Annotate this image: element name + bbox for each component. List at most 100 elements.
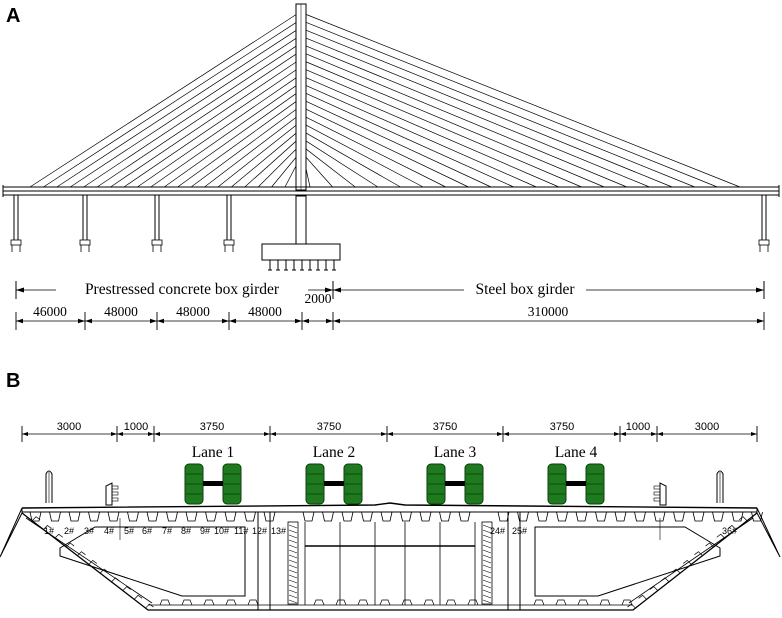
cable-main-19 — [304, 155, 333, 188]
bottom-stiffener-28 — [313, 599, 325, 606]
width-4: 3750 — [317, 421, 341, 433]
cable-back-8 — [123, 68, 298, 188]
bottom-stiffener-11 — [145, 603, 154, 609]
rib-label-10: 10# — [214, 526, 229, 536]
stay-cables — [29, 13, 741, 188]
top-rib-32 — [673, 511, 685, 522]
barrier-left — [105, 482, 119, 506]
bottom-stiffener-4 — [65, 542, 75, 548]
top-rib-5 — [107, 511, 120, 522]
cable-back-19 — [271, 155, 298, 188]
width-6: 3750 — [550, 421, 574, 433]
top-rib-34 — [712, 511, 724, 522]
width-8: 3000 — [695, 421, 719, 433]
top-rib-7 — [146, 511, 159, 522]
panel-label-b: B — [6, 370, 20, 392]
lane-1-vehicle — [184, 463, 242, 505]
lane-4-vehicle — [547, 463, 605, 505]
bottom-stiffener-20 — [649, 586, 659, 591]
cable-main-3 — [304, 29, 695, 188]
cable-back-5 — [83, 45, 298, 188]
top-rib-10 — [205, 511, 217, 522]
bottom-stiffener-18 — [671, 568, 681, 574]
rib-label-24: 24# — [490, 526, 505, 536]
cable-back-10 — [150, 84, 298, 188]
top-rib-4 — [88, 511, 100, 522]
span-6: 310000 — [528, 304, 569, 319]
cable-main-10 — [304, 84, 537, 188]
cable-main-17 — [304, 140, 379, 188]
span-3: 48000 — [176, 304, 210, 319]
bottom-stiffener-31 — [379, 599, 391, 606]
cable-main-16 — [304, 132, 401, 188]
bridge-deck — [2, 185, 780, 197]
top-rib-1 — [29, 511, 42, 522]
cable-back-6 — [96, 53, 298, 188]
bottom-stiffener-12 — [738, 516, 748, 522]
rib-label-12: 12# — [252, 526, 267, 536]
width-2: 1000 — [124, 421, 148, 433]
top-rib-20 — [419, 511, 432, 522]
cable-back-16 — [231, 132, 298, 188]
cable-main-9 — [304, 76, 560, 188]
bottom-stiffener-37 — [555, 599, 567, 606]
rib-label-5: 5# — [124, 526, 134, 536]
cable-main-11 — [304, 92, 514, 188]
rib-label-3: 3# — [84, 526, 94, 536]
top-rib-25 — [536, 511, 549, 522]
pier-4 — [223, 195, 235, 252]
pier-5 — [758, 195, 770, 252]
pier-1 — [10, 195, 22, 252]
bottom-stiffener-15 — [705, 542, 714, 548]
cable-back-11 — [164, 92, 298, 188]
cable-back-1 — [29, 13, 298, 188]
cable-main-8 — [304, 68, 582, 188]
bottom-stiffener-32 — [401, 599, 413, 606]
top-rib-36 — [751, 511, 763, 522]
top-rib-31 — [653, 511, 666, 522]
rib-label-6: 6# — [142, 526, 152, 536]
bottom-stiffener-27 — [247, 599, 259, 606]
bottom-stiffener-10 — [133, 594, 143, 600]
cable-back-17 — [244, 140, 298, 188]
cable-main-12 — [304, 100, 492, 188]
top-rib-9 — [185, 511, 198, 522]
piers — [10, 195, 770, 252]
rib-label-36: 36# — [722, 526, 737, 536]
cable-back-20 — [284, 163, 298, 188]
rib-label-8: 8# — [181, 526, 191, 536]
rib-label-11: 11# — [234, 526, 248, 536]
cable-main-14 — [304, 116, 446, 188]
rib-label-7: 7# — [162, 526, 172, 536]
lane-4-label: Lane 4 — [555, 444, 598, 461]
top-rib-26 — [556, 511, 568, 522]
bottom-stiffener-7 — [99, 568, 109, 574]
rib-label-13: 13# — [271, 526, 286, 536]
label-prestressed-concrete: Prestressed concrete box girder — [85, 281, 280, 298]
top-rib-21 — [439, 511, 451, 522]
cable-back-14 — [204, 116, 298, 188]
cable-back-4 — [70, 37, 298, 188]
bottom-stiffener-25 — [203, 599, 215, 606]
bottom-stiffener-26 — [225, 599, 237, 606]
top-rib-27 — [575, 511, 588, 522]
cable-back-9 — [137, 76, 298, 188]
pile-group — [268, 260, 336, 271]
cable-back-12 — [177, 100, 298, 188]
width-5: 3750 — [433, 421, 457, 433]
railing-right — [716, 470, 724, 503]
lane-2-label: Lane 2 — [313, 444, 356, 461]
bottom-stiffener-6 — [88, 559, 97, 565]
top-rib-15 — [322, 511, 334, 522]
width-3: 3750 — [200, 421, 224, 433]
pier-3 — [151, 195, 163, 252]
bottom-stiffener-38 — [577, 599, 589, 606]
rib-label-9: 9# — [200, 526, 210, 536]
pylon — [261, 3, 341, 271]
cable-main-15 — [304, 124, 424, 188]
bottom-stiffener-35 — [467, 599, 479, 606]
span-1: 46000 — [33, 304, 67, 319]
top-rib-30 — [634, 511, 646, 522]
top-rib-16 — [341, 511, 354, 522]
